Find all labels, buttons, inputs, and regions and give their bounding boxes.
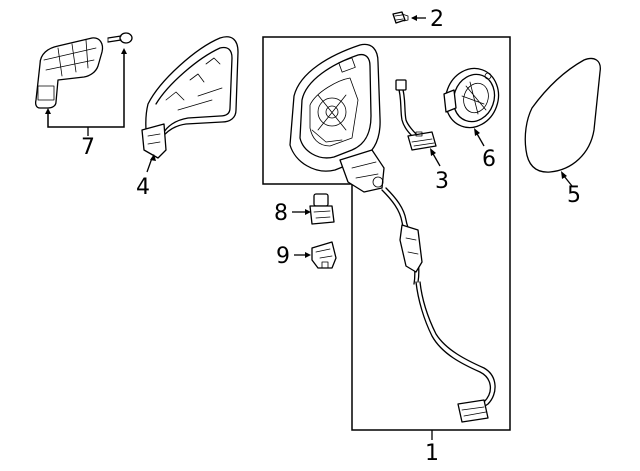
callout-9: 9 xyxy=(276,244,290,269)
wiring-connector-icon xyxy=(395,79,437,151)
arrowhead-6 xyxy=(474,128,480,136)
mirror-housing-cover-icon xyxy=(141,36,239,159)
motor-actuator-icon xyxy=(443,67,500,129)
clip-connector-icon xyxy=(311,241,337,269)
leader-5 xyxy=(563,175,573,187)
arrowhead-5 xyxy=(561,171,567,179)
bracket-7 xyxy=(45,48,127,136)
arrowhead-2 xyxy=(411,15,417,21)
callout-7: 7 xyxy=(81,135,95,160)
arrowhead-8 xyxy=(305,209,311,215)
callout-2: 2 xyxy=(430,7,444,32)
callout-6: 6 xyxy=(482,147,496,172)
mirror-assembly-icon xyxy=(289,43,496,423)
turn-signal-lamp-icon xyxy=(34,37,104,109)
callout-3: 3 xyxy=(435,169,449,194)
pin-icon xyxy=(107,32,133,44)
leader-4 xyxy=(146,157,153,173)
assembly-1-box xyxy=(262,36,511,440)
arrowhead-4 xyxy=(150,154,156,161)
callout-1: 1 xyxy=(425,441,439,466)
bulb-socket-icon xyxy=(309,193,335,225)
mirror-glass-icon xyxy=(524,57,601,173)
callout-5: 5 xyxy=(567,183,581,208)
screw-icon xyxy=(392,11,409,24)
callout-4: 4 xyxy=(136,175,150,200)
arrowhead-3 xyxy=(430,148,436,156)
callout-8: 8 xyxy=(274,201,288,226)
arrowhead-9 xyxy=(305,252,311,258)
